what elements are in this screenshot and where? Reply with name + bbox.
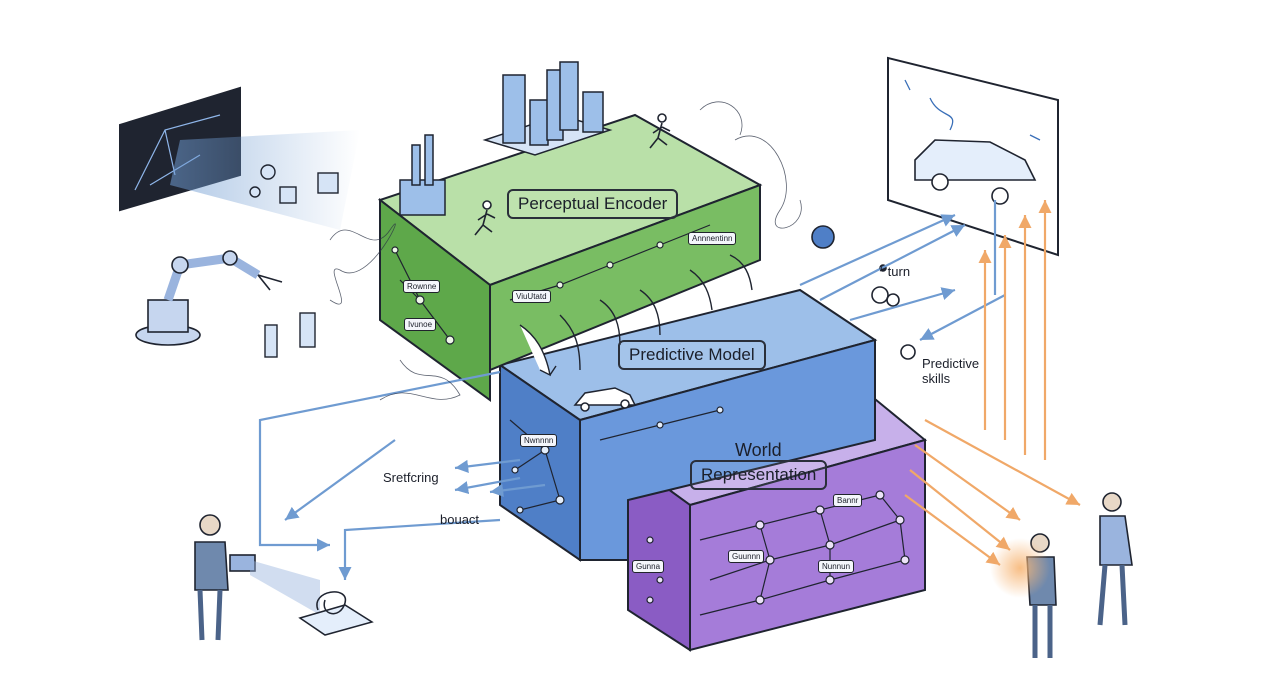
car-outline-icon	[914, 139, 1037, 181]
node-tag: Rownne	[403, 280, 441, 293]
sensor-blocks-icon	[264, 312, 316, 358]
world-network-nodes	[646, 490, 910, 616]
node-tag: Guunnn	[728, 550, 765, 563]
robot-arm-icon	[135, 250, 283, 346]
output-arrows-orange	[904, 200, 1081, 566]
node-tag: Bannr	[833, 494, 863, 507]
predictive-skills-annotation: Predictive skills	[922, 356, 980, 386]
vision-beam	[170, 130, 360, 230]
city-buildings-icon	[482, 61, 613, 156]
perceptual-encoder-label: Perceptual Encoder	[507, 189, 679, 219]
world-representation-label: Representation	[690, 460, 828, 490]
interaction-glow	[990, 538, 1050, 598]
node-tag: ViuUtatd	[512, 290, 551, 303]
node-tag: Nwnnnn	[520, 434, 558, 447]
predictive-model-label: Predictive Model	[618, 340, 766, 370]
data-cubes-icon	[249, 164, 339, 204]
node-tag: Nunnun	[818, 560, 855, 573]
perceptual-layer-front	[379, 197, 491, 402]
predictive-network-nodes	[509, 406, 724, 514]
node-tag: Gunna	[632, 560, 665, 573]
node-tag: Ivunoe	[404, 318, 437, 331]
predictive-layer-side	[579, 338, 876, 561]
world-layer-side	[689, 438, 926, 652]
3d-object-icon	[298, 591, 374, 636]
sretfcring-annotation: Sretfcring	[383, 470, 439, 485]
person-with-laptop-icon	[194, 514, 256, 641]
world-representation-title: World	[735, 440, 782, 460]
perceptual-encoder-layer	[377, 61, 763, 402]
car-scene-card	[887, 56, 1059, 257]
sensor-ball-icon	[811, 225, 916, 360]
runner-icon	[474, 113, 671, 236]
signal-scribbles	[329, 101, 802, 401]
turn-annotation: * turn	[879, 264, 911, 279]
predictive-model-layer	[497, 288, 878, 562]
encoder-to-model-arrows	[519, 254, 753, 377]
car-icon	[573, 387, 637, 412]
factory-icon	[399, 134, 446, 216]
laptop-beam	[250, 560, 320, 615]
feedback-arrows-blue	[258, 200, 1006, 580]
node-tag: Annnentinn	[688, 232, 737, 245]
bouact-annotation: bouact	[440, 512, 480, 527]
